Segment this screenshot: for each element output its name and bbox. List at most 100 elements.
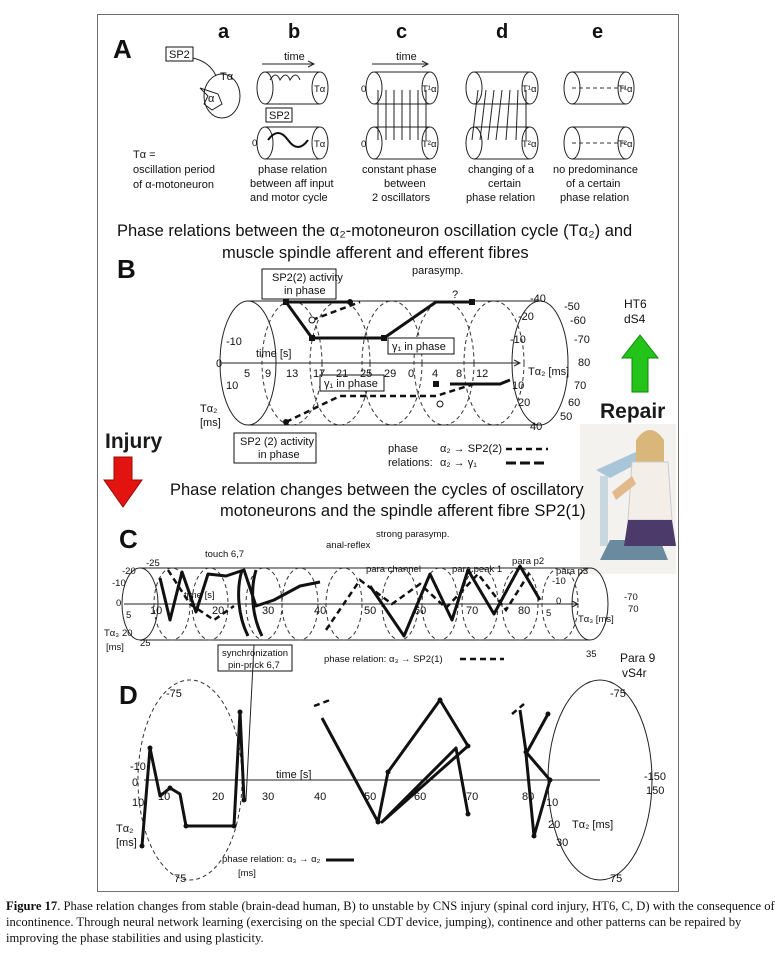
b-ms-left: [ms] (200, 417, 221, 429)
tick-label: -10 (510, 334, 526, 346)
tick-label: 17 (313, 368, 325, 380)
col-d-diagram: T¹α T²α changing of a certain phase rela… (465, 71, 539, 204)
tick-label: 75 (174, 873, 186, 885)
c-para-p2: para p2 (512, 556, 544, 567)
tick-label: -70 (574, 334, 590, 346)
sp2-label-a: SP2 (169, 49, 190, 61)
time-b: time (284, 51, 305, 63)
tick-label: 5 (546, 608, 551, 619)
question-mark: ? (452, 289, 458, 301)
b-left-tick-3: 10 (226, 380, 238, 392)
t-def-2: oscillation period (133, 164, 215, 176)
tick-label: 25 (140, 638, 151, 649)
b-left-tick-2: 0 (216, 358, 222, 370)
tick-label: 75 (610, 873, 622, 885)
tick-label: 40 (314, 791, 326, 803)
tick-label: 0 (132, 777, 138, 789)
tick-label: 10 (158, 791, 170, 803)
panel-d-cylinder (137, 679, 653, 881)
e-cap-1: no predominance (553, 164, 638, 176)
panel-c-heading-1: Phase relation changes between the cycle… (170, 481, 584, 499)
tick-label: 10 (546, 797, 558, 809)
t1-d: T¹α (522, 84, 537, 95)
panel-c-letter: C (119, 524, 138, 554)
col-d-letter: d (496, 21, 508, 43)
tick-label: 30 (262, 791, 274, 803)
ds4-label: dS4 (624, 312, 646, 326)
c-strong-parasymp: strong parasymp. (376, 529, 449, 540)
b-x-ticks: 5 9 13 17 21 25 29 0 4 8 12 (244, 368, 488, 380)
panel-a-letter: A (113, 34, 132, 64)
tick-label: 9 (265, 368, 271, 380)
tick-label: 30 (556, 837, 568, 849)
c-para-p3: para p3 (556, 566, 588, 577)
c-vs4r: vS4r (622, 666, 647, 680)
d-cap-2: certain (488, 178, 521, 190)
c-para-channel: para channel (366, 564, 421, 575)
panel-c-labels: strong parasymp. anal-reflex touch 6,7 p… (104, 529, 656, 801)
gamma-in-phase-2: γ₁ in phase (324, 378, 378, 390)
t1-c: T¹α (422, 84, 437, 95)
c-sync-1: synchronization (222, 648, 288, 659)
b-left-tick-1: -10 (226, 336, 242, 348)
tick-label: -10 (552, 576, 566, 587)
tick-label: 40 (530, 421, 542, 433)
c-para9: Para 9 (620, 651, 656, 665)
t2-d: T²α (522, 139, 537, 150)
c-para-peak: para peak 1 (452, 564, 502, 575)
tick-label: -10 (112, 578, 126, 589)
d-cap-1: changing of a (468, 164, 535, 176)
tick-label: 20 (122, 628, 133, 639)
zero-b: 0 (252, 138, 257, 149)
caption-label: Figure 17 (6, 899, 58, 913)
box-bottom-2: in phase (258, 449, 300, 461)
c-sync-2: pin-prick 6,7 (228, 660, 280, 671)
tick-label: 150 (646, 785, 664, 797)
tick-label: -20 (122, 566, 136, 577)
tick-label: 70 (628, 604, 639, 615)
tick-label: 4 (432, 368, 438, 380)
tick-label: 20 (212, 605, 224, 617)
col-a-letter: a (218, 21, 230, 43)
c-legend: phase relation: α₃ → SP2(1) (324, 654, 443, 665)
t2-c: T²α (422, 139, 437, 150)
panel-c-cylinder (121, 564, 609, 641)
e-cap-2: of a certain (566, 178, 620, 190)
t2-e: T²α (618, 139, 633, 150)
t-alpha-b-bottom: Tα (314, 139, 326, 150)
col-c-diagram: time 0 0 T¹α T²α constant phase between … (361, 51, 439, 204)
tick-label: 0 (116, 598, 121, 609)
figure-caption: Figure 17. Phase relation changes from s… (6, 898, 778, 946)
tick-label: 70 (574, 380, 586, 392)
c-time-label: time [s] (184, 590, 215, 601)
c-cap-1: constant phase (362, 164, 437, 176)
tick-label: 70 (466, 605, 478, 617)
tick-label: 0 (408, 368, 414, 380)
b-legend-relations: relations: (388, 457, 433, 469)
t1-e: T¹α (618, 84, 633, 95)
parasymp-b: parasymp. (412, 265, 463, 277)
tick-label: -25 (146, 558, 160, 569)
t-alpha-b-top: Tα (314, 84, 326, 95)
tick-label: 8 (456, 368, 462, 380)
d-ms-left: [ms] (116, 837, 137, 849)
tick-label: 80 (522, 791, 534, 803)
col-a-motoneuron: SP2 Tα α Tα = oscillation period of α-mo… (133, 46, 241, 191)
d-t2-right: Tα₂ [ms] (572, 819, 613, 831)
sp2-box-a (165, 46, 194, 62)
tick-label: 60 (414, 605, 426, 617)
c-t3-left: Tα₃ (104, 628, 119, 639)
t-def-3: of α-motoneuron (133, 179, 214, 191)
tick-label: 20 (518, 397, 530, 409)
col-b-diagram: time Tα SP2 0 Tα phase relation between … (250, 51, 334, 204)
d-time-label: time [s] (276, 769, 311, 781)
panel-b-heading-2: muscle spindle afferent and efferent fib… (222, 244, 529, 262)
c-cap-3: 2 oscillators (372, 192, 431, 204)
panel-d-letter: D (119, 680, 138, 710)
tick-label: -60 (570, 315, 586, 327)
ht6-label: HT6 (624, 297, 647, 311)
tick-label: 10 (132, 797, 144, 809)
sp2-box-b (265, 107, 293, 123)
tick-label: 30 (262, 605, 274, 617)
tick-label: 21 (336, 368, 348, 380)
